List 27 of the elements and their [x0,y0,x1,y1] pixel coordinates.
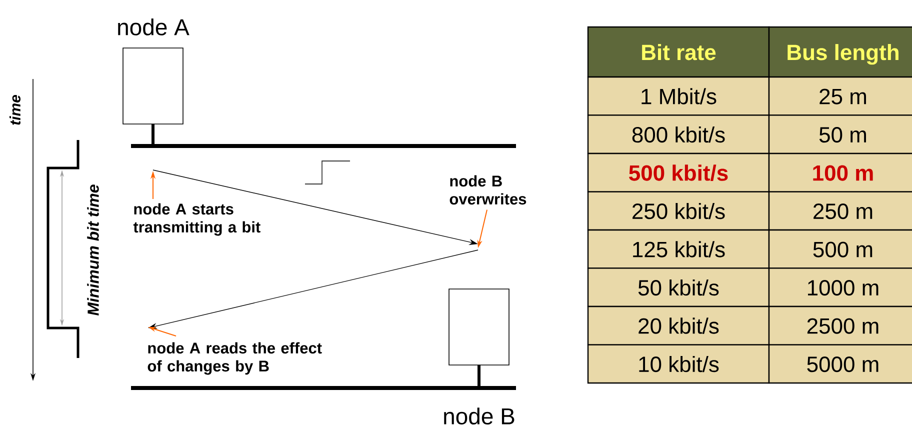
node-label: node B [444,408,514,424]
device-box: node B [444,288,514,424]
table-cell: 1 Mbit/s [587,76,770,116]
table-cell: 20 kbit/s [587,306,770,346]
table-cell: 50 kbit/s [587,268,770,308]
annotation-text: node A starts transmitting a bit [133,203,260,236]
table-cell: 5000 m [768,344,912,384]
table-cell: 25 m [768,76,912,116]
dimension-label: Minimum bit time [87,184,99,316]
table-cell: 125 kbit/s [587,229,770,269]
device-box: node A [118,18,190,124]
table-cell: 100 m [768,152,912,192]
axis-label: time [10,95,20,125]
header-cell: Bus length [768,26,912,78]
table-cell: 2500 m [768,306,912,346]
header-cell: Bit rate [587,26,770,78]
table-cell: 50 m [768,114,912,154]
table-cell: 10 kbit/s [587,344,770,384]
annotation-text: node B overwrites [450,175,526,205]
table-cell: 500 kbit/s [587,152,770,192]
table-cell: 250 m [768,191,912,231]
table-cell: 500 m [768,229,912,269]
annotation-text: node A reads the effect of changes by B [148,342,322,375]
table-cell: 800 kbit/s [587,114,770,154]
table-cell: 1000 m [768,268,912,308]
table-cell: 250 kbit/s [587,191,770,231]
node-label: node A [118,18,190,36]
